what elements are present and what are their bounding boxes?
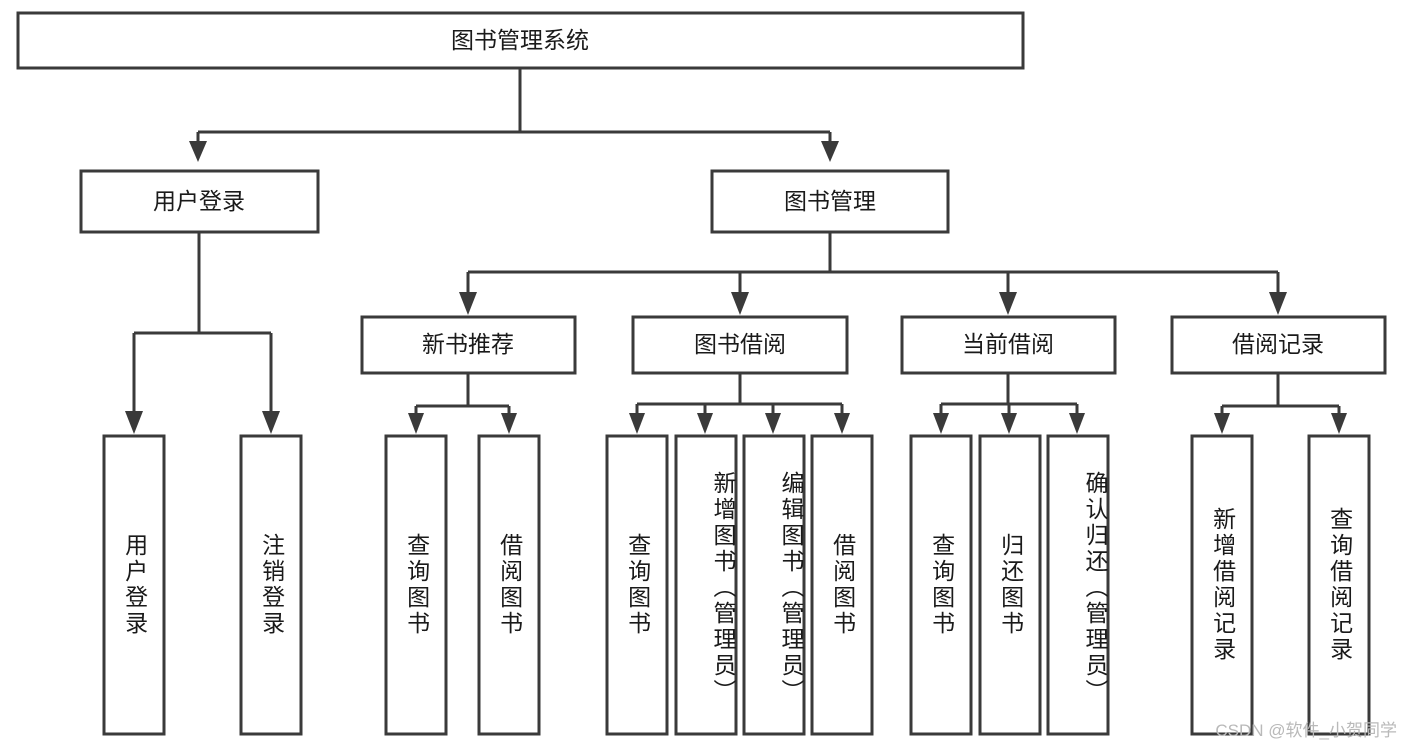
- arrow-head-icon: [629, 413, 645, 434]
- arrow-head-icon: [697, 413, 713, 434]
- leaf-box-add-book[interactable]: [674, 434, 738, 736]
- current-borrow-box[interactable]: [900, 315, 1117, 375]
- leaf-box-query-book-2[interactable]: [605, 434, 669, 736]
- arrow-head-icon: [501, 413, 517, 434]
- node-new-book-recommend[interactable]: 新书推荐: [360, 315, 577, 375]
- arrow-head-icon: [821, 141, 839, 162]
- arrow-head-icon: [1069, 413, 1085, 434]
- node-book-borrow[interactable]: 图书借阅: [631, 315, 849, 375]
- node-current-borrow[interactable]: 当前借阅: [900, 315, 1117, 375]
- arrow-head-icon: [834, 413, 850, 434]
- leaf-box-return-book[interactable]: [978, 434, 1042, 736]
- arrow-head-icon: [999, 292, 1017, 315]
- arrow-head-icon: [262, 411, 280, 434]
- book-management-label: 图书管理: [784, 188, 876, 214]
- leaf-box-borrow-book-1[interactable]: [477, 434, 541, 736]
- node-book-management[interactable]: 图书管理: [710, 169, 950, 234]
- arrow-head-icon: [1001, 413, 1017, 434]
- arrow-head-icon: [1214, 413, 1230, 434]
- leaf-box-query-book-3[interactable]: [909, 434, 973, 736]
- leaf-box-confirm-return[interactable]: [1046, 434, 1110, 736]
- arrow-head-icon: [1331, 413, 1347, 434]
- root-box[interactable]: [16, 11, 1025, 70]
- leaf-box-borrow-book-2[interactable]: [810, 434, 874, 736]
- book-borrow-label: 图书借阅: [694, 331, 786, 357]
- new-book-recommend-box[interactable]: [360, 315, 577, 375]
- connector-borrow-record-to-leaves: [1214, 373, 1347, 434]
- arrow-head-icon: [189, 141, 207, 162]
- node-user-login[interactable]: 用户登录: [79, 169, 320, 234]
- arrow-head-icon: [933, 413, 949, 434]
- current-borrow-label: 当前借阅: [962, 331, 1054, 357]
- leaf-box-logout[interactable]: [239, 434, 303, 736]
- leaf-box-add-record[interactable]: [1190, 434, 1254, 736]
- leaf-box-user-login[interactable]: [102, 434, 166, 736]
- user-login-box[interactable]: [79, 169, 320, 234]
- leaf-box-edit-book[interactable]: [742, 434, 806, 736]
- leaf-box-query-record[interactable]: [1307, 434, 1371, 736]
- connector-book-borrow-to-leaves: [629, 373, 850, 434]
- node-root[interactable]: 图书管理系统: [16, 11, 1025, 70]
- connector-new-book-recommend-to-leaves: [408, 373, 517, 434]
- arrow-head-icon: [408, 413, 424, 434]
- connector-current-borrow-to-leaves: [933, 373, 1085, 434]
- arrow-head-icon: [1269, 292, 1287, 315]
- connector-book-management-to-level3: [459, 232, 1287, 315]
- new-book-recommend-label: 新书推荐: [422, 331, 514, 357]
- arrow-head-icon: [765, 413, 781, 434]
- arrow-head-icon: [459, 292, 477, 315]
- connector-user-login-to-leaves: [125, 232, 280, 434]
- connector-root-to-level2: [189, 68, 839, 162]
- watermark: CSDN @软件_小贺同学: [1215, 721, 1397, 740]
- borrow-record-label: 借阅记录: [1232, 331, 1324, 357]
- arrow-head-icon: [125, 411, 143, 434]
- user-login-label: 用户登录: [153, 188, 245, 214]
- root-label: 图书管理系统: [451, 27, 589, 53]
- arrow-head-icon: [731, 292, 749, 315]
- node-borrow-record[interactable]: 借阅记录: [1170, 315, 1387, 375]
- leaf-box-query-book-1[interactable]: [384, 434, 448, 736]
